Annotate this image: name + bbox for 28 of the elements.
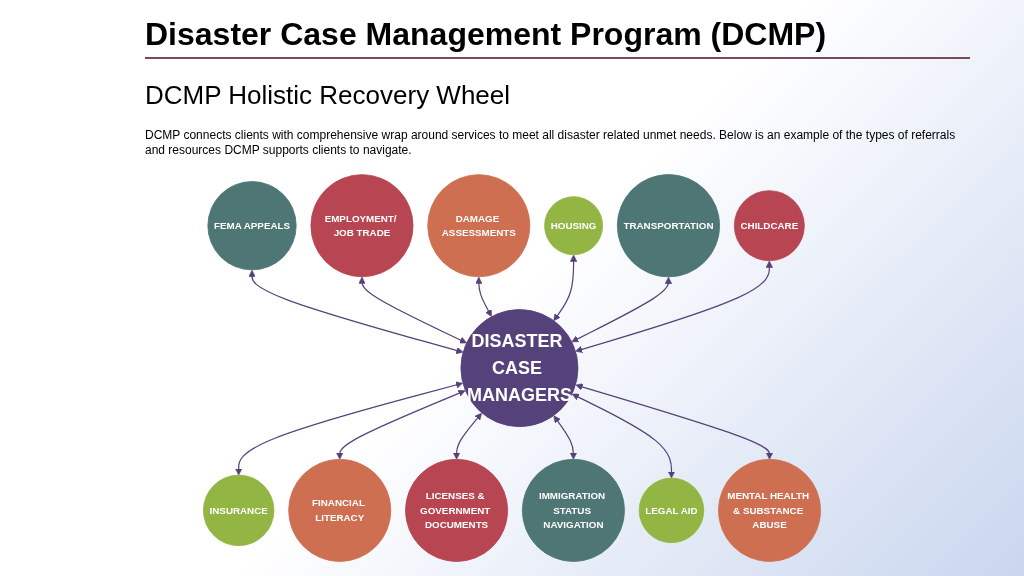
node-circle: DISASTER CASE MANAGERS: [460, 309, 579, 428]
node-circle: DAMAGE ASSESSMENTS: [427, 174, 531, 278]
node-circle: MENTAL HEALTH & SUBSTANCE ABUSE: [718, 458, 821, 562]
node-circle: CHILDCARE: [733, 190, 805, 262]
arrow: [336, 389, 466, 460]
node-circle: LEGAL AID: [638, 477, 705, 544]
arrow: [235, 381, 463, 476]
slide-title: Disaster Case Management Program (DCMP): [145, 16, 970, 59]
arrow: [358, 276, 467, 344]
arrow: [571, 393, 676, 479]
arrow: [248, 269, 464, 354]
node-circle: LICENSES & GOVERNMENT DOCUMENTS: [405, 458, 509, 562]
arrow: [575, 260, 773, 353]
node-circle: HOUSING: [544, 196, 603, 256]
node-circle: IMMIGRATION STATUS NAVIGATION: [521, 458, 625, 562]
arrow: [553, 415, 577, 460]
node-circle: FEMA APPEALS: [207, 181, 297, 271]
node-circle: TRANSPORTATION: [616, 174, 721, 278]
node-circle: EMPLOYMENT/ JOB TRADE: [310, 174, 414, 278]
arrow: [475, 276, 492, 317]
slide-subtitle: DCMP Holistic Recovery Wheel: [145, 80, 511, 111]
node-circle: FINANCIAL LITERACY: [288, 458, 392, 562]
arrow: [453, 412, 482, 460]
node-circle: INSURANCE: [203, 474, 275, 547]
intro-paragraph: DCMP connects clients with comprehensive wrap around services to meet all disaster related unmet needs. Below is an example of the types of referrals and resources DCMP supports clients to navigate.: [145, 128, 957, 158]
arrow: [571, 276, 673, 343]
arrow: [553, 254, 578, 321]
arrow: [575, 383, 774, 460]
